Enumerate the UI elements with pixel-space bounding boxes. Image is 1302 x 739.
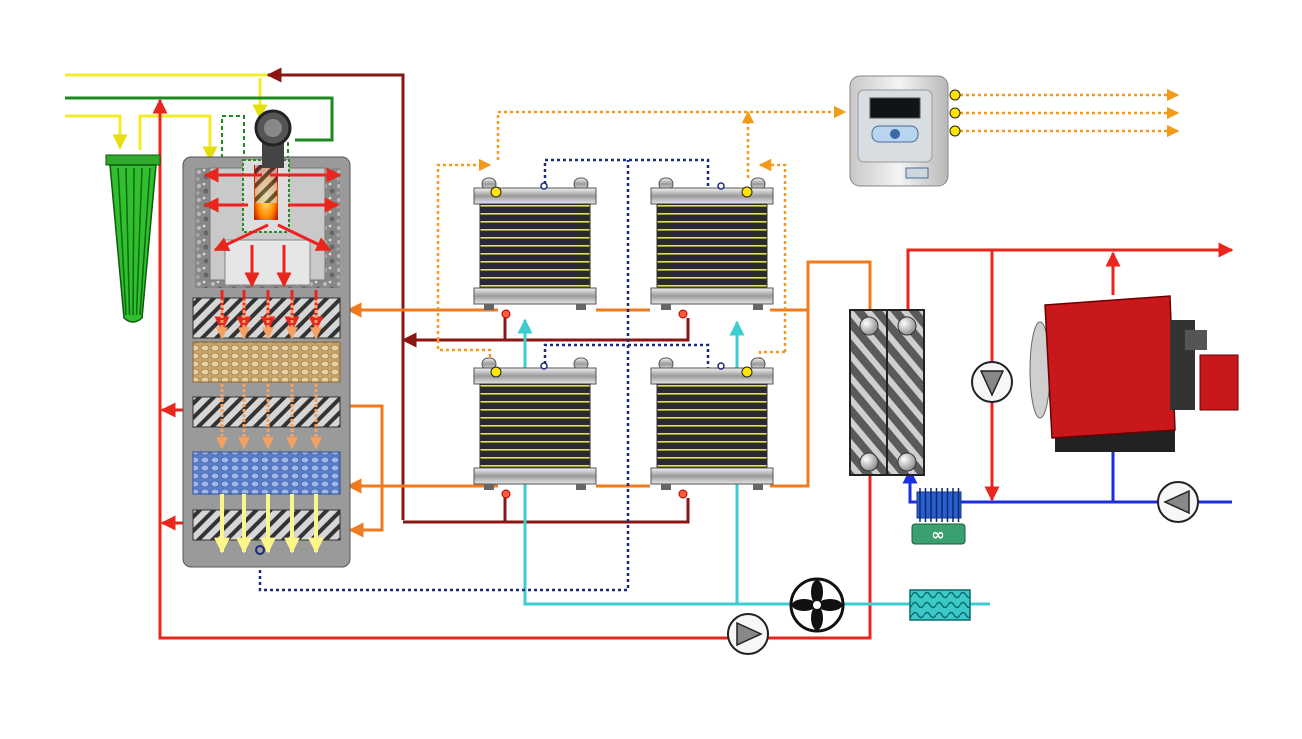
hopper-rib (125, 167, 131, 316)
fuel-feed-line (65, 114, 128, 150)
return-line (505, 498, 690, 524)
exhaust-line (543, 343, 710, 370)
burner-grid (255, 165, 277, 203)
fan-icon (789, 577, 845, 633)
controller-logo (905, 167, 929, 179)
steam-line (221, 115, 245, 158)
stack-port (678, 489, 688, 499)
exhaust-line (258, 160, 630, 592)
signal-line (436, 158, 492, 340)
boiler-icon (1029, 295, 1239, 452)
inverter-badge: ∞ (931, 525, 944, 544)
exhaust-line (543, 158, 710, 190)
return-line (266, 67, 405, 520)
hopper-rim (105, 154, 161, 166)
cold-water-line (902, 468, 1232, 504)
catalyst-bed-2 (192, 451, 341, 495)
phx-port (859, 452, 879, 472)
stack-module-icon (650, 357, 774, 491)
stack-module-icon (473, 177, 597, 311)
return-line (505, 318, 690, 342)
hopper-rib (135, 167, 143, 316)
status-light-icon (949, 125, 961, 137)
status-light-icon (949, 107, 961, 119)
return-line (401, 318, 507, 348)
stack-vent (717, 182, 725, 190)
controller-button (890, 129, 900, 139)
heat-arrow (277, 223, 332, 252)
hopper-rib (132, 167, 135, 316)
pump-icon (971, 361, 1013, 403)
stack-vent (540, 362, 548, 370)
stack-port (678, 309, 688, 319)
catalyst-bed-1 (192, 341, 341, 383)
heat-arrow (213, 223, 269, 252)
stack-module-icon (650, 177, 774, 311)
signal-line (758, 158, 787, 352)
pump-icon (1157, 481, 1199, 523)
burner-motor (1185, 330, 1207, 350)
stack-port (501, 489, 511, 499)
stack-vent (717, 362, 725, 370)
phx-port (859, 316, 879, 336)
inverter-icon: ∞ (911, 488, 966, 545)
stack-vent (540, 182, 548, 190)
inverter-fins (916, 491, 962, 519)
stack-port (501, 309, 511, 319)
fan-blade (818, 599, 842, 611)
status-light-icon (741, 366, 753, 378)
fan-blade (811, 580, 823, 604)
burner-outlet (224, 239, 311, 286)
hot-water-outlet-line (906, 242, 1234, 320)
status-light-icon (949, 89, 961, 101)
signal-line (496, 105, 847, 160)
exhaust-elbow-inner (264, 119, 282, 137)
phx-port (897, 452, 917, 472)
warm-line (770, 260, 872, 330)
fan-blade (792, 599, 816, 611)
fuel-hopper-icon (105, 154, 161, 323)
hopper-rib (117, 167, 127, 316)
burner-housing (1199, 354, 1239, 411)
status-light-icon (490, 186, 502, 198)
plate-heat-exchanger-icon (849, 309, 925, 476)
fuel-feed-line (138, 114, 218, 162)
controller-unit-icon (849, 75, 961, 187)
warm-line (348, 404, 384, 538)
status-light-icon (741, 186, 753, 198)
column-flow-arrows (203, 167, 342, 554)
pump-icon (727, 613, 769, 655)
water-inlet-line (65, 96, 334, 142)
signal-line (436, 340, 492, 362)
warm-line (770, 310, 810, 488)
controller-display (869, 97, 921, 119)
hot-water-line (152, 98, 872, 640)
filter-icon (909, 589, 971, 621)
status-light-icon (490, 366, 502, 378)
inverter-base (911, 523, 966, 545)
return-line (403, 498, 507, 524)
boiler-body (1044, 295, 1176, 439)
fan-blade (811, 606, 823, 630)
hopper-rib (139, 167, 151, 316)
fan-hub (813, 601, 821, 609)
phx-port (897, 316, 917, 336)
stack-module-icon (473, 357, 597, 491)
